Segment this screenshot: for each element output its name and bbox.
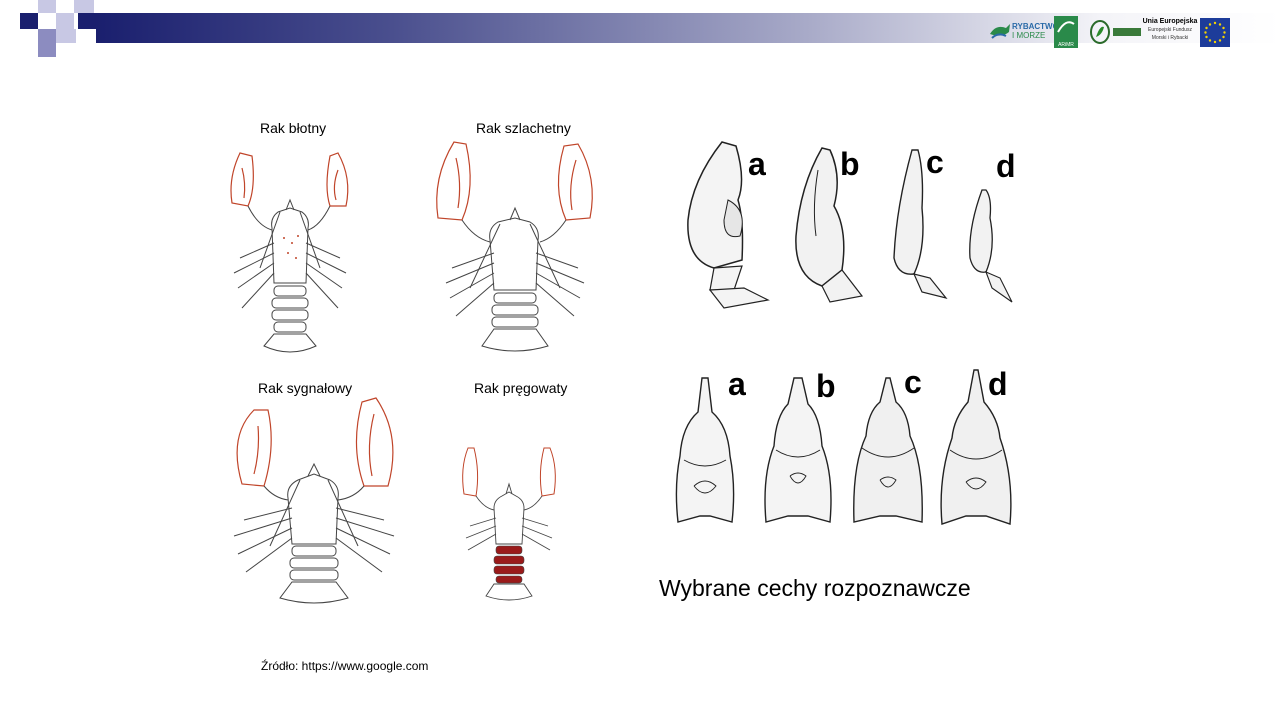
fish-icon xyxy=(990,24,1010,39)
carapace-c-illustration xyxy=(853,377,923,523)
carapace-a-illustration xyxy=(675,377,735,523)
carapace-label-b: b xyxy=(816,368,836,404)
source-note: Źródło: https://www.google.com xyxy=(261,659,429,673)
crayfish-label-2: Rak szlachetny xyxy=(476,120,571,136)
carapace-label-d: d xyxy=(988,366,1008,402)
crayfish-illustration-2 xyxy=(436,141,593,352)
claw-label-c: c xyxy=(926,144,944,180)
stripe-bands xyxy=(493,545,525,584)
leaf-emblem-icon xyxy=(1090,20,1110,44)
features-caption: Wybrane cechy rozpoznawcze xyxy=(659,575,971,601)
arimr-mark-icon xyxy=(1057,21,1075,33)
carapace-d-illustration xyxy=(940,369,1012,525)
arimr-logo: ARiMR xyxy=(1054,16,1078,48)
crayfish-illustration-4 xyxy=(462,447,556,601)
claw-label-d: d xyxy=(996,148,1016,184)
arimr-label: ARiMR xyxy=(1058,42,1074,48)
crayfish-label-3: Rak sygnałowy xyxy=(258,380,353,396)
eu-flag-icon xyxy=(1200,18,1230,47)
carapace-label-c: c xyxy=(904,364,922,400)
rybactwo-line1: RYBACTWO xyxy=(1012,22,1059,31)
claw-label-b: b xyxy=(840,146,860,182)
claw-b-illustration xyxy=(795,147,864,303)
rybactwo-logo: RYBACTWO I MORZE xyxy=(988,16,1059,46)
rybactwo-line2: I MORZE xyxy=(1012,31,1046,40)
ue-text-block: Unia Europejska Europejski Fundusz Morsk… xyxy=(1142,18,1198,42)
ue-title: Unia Europejska xyxy=(1142,18,1198,25)
ue-line2: Morski i Rybacki xyxy=(1151,35,1189,41)
crayfish-illustration-3 xyxy=(233,397,395,604)
claw-c-illustration xyxy=(893,149,948,300)
crayfish-label-4: Rak pręgowaty xyxy=(474,380,568,396)
carapace-label-a: a xyxy=(728,366,746,402)
carapace-b-illustration xyxy=(764,377,832,523)
crayfish-label-1: Rak błotny xyxy=(260,120,327,136)
crayfish-illustration-1 xyxy=(230,152,349,353)
prow-logo xyxy=(1089,19,1141,45)
ue-line1: Europejski Fundusz xyxy=(1148,27,1192,33)
claw-label-a: a xyxy=(748,146,766,182)
header-band xyxy=(96,13,1280,43)
claw-d-illustration xyxy=(969,189,1013,303)
claw-a-illustration xyxy=(687,141,770,309)
